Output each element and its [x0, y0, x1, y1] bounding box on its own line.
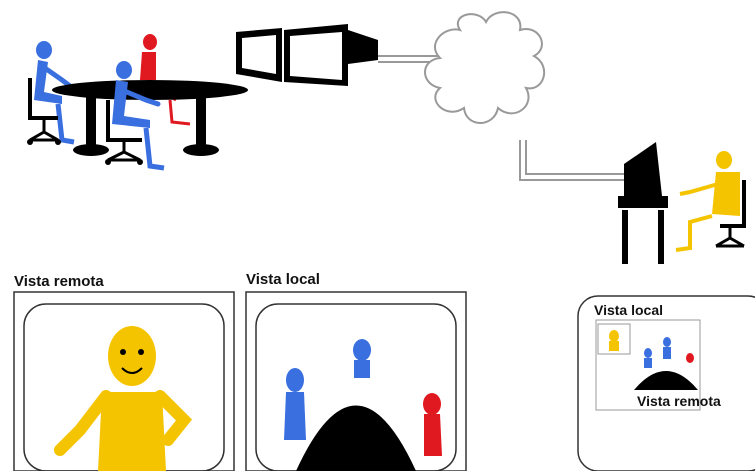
meeting-room-group [27, 34, 248, 168]
local-view-label: Vista local [246, 271, 320, 288]
red-person [140, 34, 190, 124]
yellow-person [676, 151, 744, 250]
pc-local-view-thumbnail [598, 324, 630, 354]
pc-remote-view-label: Vista remota [637, 393, 721, 409]
tv-frame-remote-view [14, 292, 234, 471]
pc-screen-frame [578, 296, 755, 471]
computer-user-group [618, 142, 744, 264]
tv-frame-local-view [246, 292, 466, 471]
pc-local-view-label: Vista local [594, 302, 663, 318]
cloud-icon [425, 12, 544, 123]
dual-monitor-icon [236, 24, 378, 86]
yellow-person-closeup [60, 326, 184, 471]
meeting-room-closeup [284, 339, 442, 471]
remote-view-label: Vista remota [14, 273, 104, 290]
desktop-computer-icon [618, 142, 668, 264]
